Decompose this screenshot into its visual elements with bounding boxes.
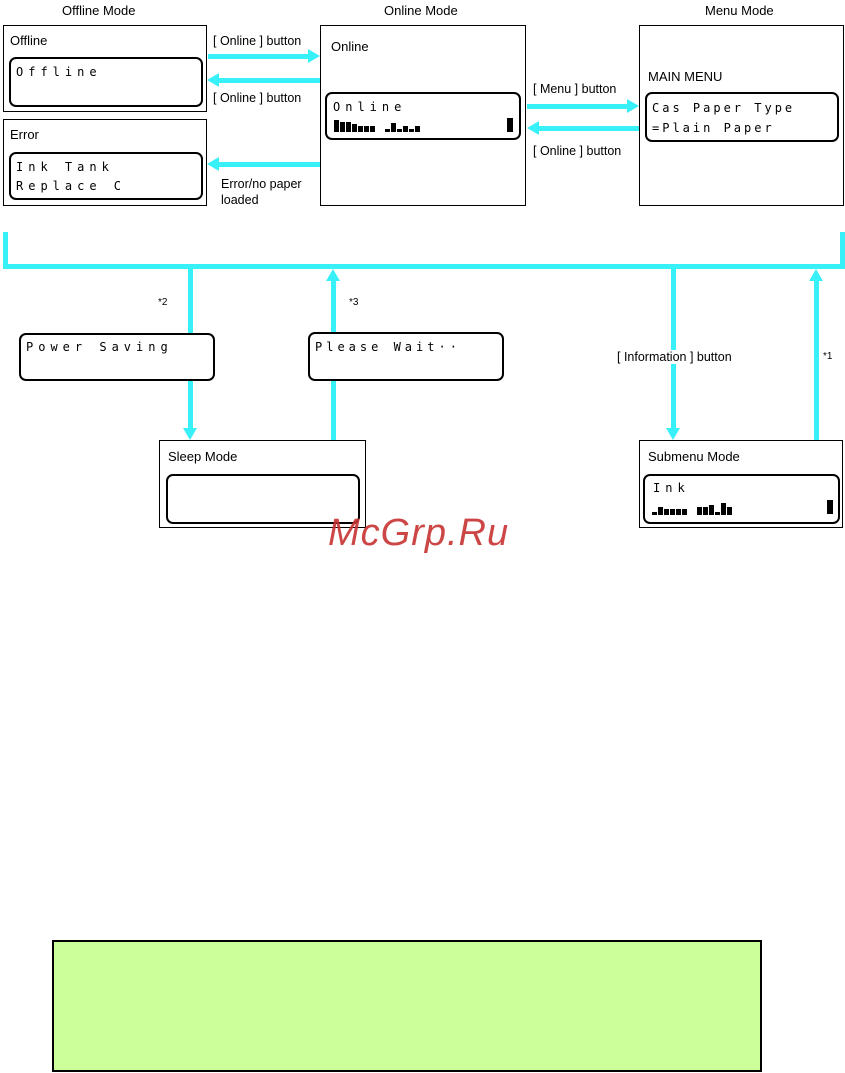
- error-lcd-line-2: Replace C: [16, 179, 127, 193]
- label-error-no-paper: Error/no paper: [221, 177, 302, 191]
- label-online-button-3: [ Online ] button: [533, 144, 622, 158]
- submenu-maintenance-bar: [827, 500, 833, 514]
- arrow-online-to-offline-head: [207, 73, 219, 87]
- error-panel: Error Ink Tank Replace C: [3, 119, 207, 206]
- arrow-online-to-menu: [527, 104, 629, 109]
- line-please-wait-to-bus: [331, 280, 336, 332]
- submenu-ink-level-bars: [652, 503, 732, 515]
- header-online-mode: Online Mode: [384, 3, 458, 18]
- menu-lcd-line-2: =Plain Paper: [652, 121, 775, 135]
- please-wait-lcd: Please Wait··: [308, 332, 504, 381]
- error-panel-title: Error: [10, 127, 39, 142]
- note-star-3: *3: [349, 297, 359, 308]
- arrow-online-to-error: [218, 162, 320, 167]
- arrow-menu-to-online-head: [527, 121, 539, 135]
- bus-right-end: [840, 232, 845, 269]
- please-wait-lcd-line: Please Wait··: [315, 340, 461, 354]
- line-to-power-saving: [188, 269, 193, 333]
- sleep-panel-title: Sleep Mode: [168, 449, 238, 464]
- line-to-submenu: [671, 269, 676, 430]
- submenu-lcd: Ink: [643, 474, 840, 524]
- power-saving-lcd: Power Saving: [19, 333, 215, 381]
- note-star-2: *2: [158, 297, 168, 308]
- power-saving-lcd-line: Power Saving: [26, 340, 173, 354]
- arrow-to-bus-head-1: [809, 269, 823, 281]
- note-star-1: *1: [823, 351, 833, 362]
- arrow-offline-to-online-head: [308, 49, 320, 63]
- offline-panel-title: Offline: [10, 33, 48, 48]
- submenu-panel: Submenu Mode Ink: [639, 440, 843, 528]
- note-box: [52, 940, 762, 1072]
- menu-lcd: Cas Paper Type =Plain Paper: [645, 92, 839, 142]
- label-loaded: loaded: [221, 193, 259, 207]
- header-offline-mode: Offline Mode: [62, 3, 136, 18]
- line-submenu-to-bus: [814, 280, 819, 440]
- header-menu-mode: Menu Mode: [705, 3, 774, 18]
- bus-line: [3, 264, 845, 269]
- online-maintenance-bar: [507, 118, 513, 132]
- arrow-online-to-error-head: [207, 157, 219, 171]
- sleep-panel: Sleep Mode: [159, 440, 366, 528]
- online-ink-level-bars: [334, 120, 420, 132]
- arrow-to-submenu-head: [666, 428, 680, 440]
- line-power-saving-to-sleep: [188, 381, 193, 429]
- offline-lcd: Offline: [9, 57, 203, 107]
- sleep-lcd: [166, 474, 360, 524]
- submenu-panel-title: Submenu Mode: [648, 449, 740, 464]
- online-lcd-line-1: Online: [333, 100, 407, 114]
- watermark-logo: McGrp.Ru: [328, 512, 510, 554]
- menu-panel: MAIN MENU Cas Paper Type =Plain Paper: [639, 25, 844, 206]
- arrow-to-bus-head-3: [326, 269, 340, 281]
- arrow-online-to-menu-head: [627, 99, 639, 113]
- menu-panel-title: MAIN MENU: [648, 69, 723, 84]
- arrow-online-to-offline: [218, 78, 320, 83]
- error-lcd-line-1: Ink Tank: [16, 160, 114, 174]
- offline-lcd-line-1: Offline: [16, 65, 102, 79]
- online-lcd: Online: [325, 92, 521, 140]
- arrow-menu-to-online: [538, 126, 639, 131]
- line-sleep-to-please-wait: [331, 381, 336, 440]
- online-panel-title: Online: [331, 39, 369, 54]
- menu-lcd-line-1: Cas Paper Type: [652, 101, 796, 115]
- arrow-to-sleep-head: [183, 428, 197, 440]
- label-information-button: [ Information ] button: [616, 350, 733, 364]
- error-lcd: Ink Tank Replace C: [9, 152, 203, 200]
- online-panel: Online Online: [320, 25, 526, 206]
- label-online-button-1: [ Online ] button: [213, 34, 302, 48]
- offline-panel: Offline Offline: [3, 25, 207, 112]
- submenu-lcd-line-1: Ink: [653, 481, 690, 495]
- arrow-offline-to-online: [208, 54, 310, 59]
- bus-left-end: [3, 232, 8, 269]
- label-menu-button: [ Menu ] button: [533, 82, 617, 96]
- label-online-button-2: [ Online ] button: [213, 91, 302, 105]
